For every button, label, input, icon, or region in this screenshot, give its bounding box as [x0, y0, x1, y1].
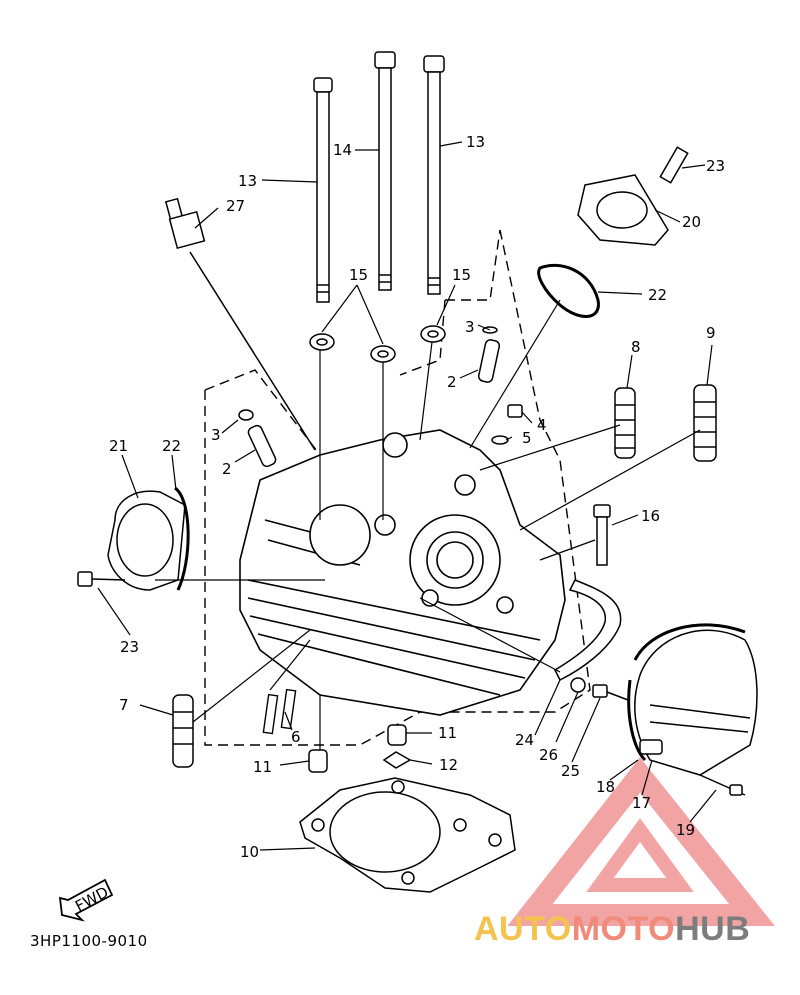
callout-7: 7: [119, 696, 129, 714]
bolt-13-left: [313, 77, 333, 303]
washers-15: [309, 325, 446, 363]
spark-plug: [164, 197, 316, 451]
callout-10: 10: [240, 843, 259, 861]
watermark-part-auto: AUTO: [474, 910, 572, 948]
callout-15a: 15: [349, 266, 368, 284]
callout-4: 4: [537, 416, 547, 434]
callout-13b: 13: [466, 133, 485, 151]
callout-9: 9: [706, 324, 716, 342]
callout-26: 26: [539, 746, 558, 764]
head-gasket-10: [299, 777, 516, 893]
dowel-pins: [238, 326, 523, 468]
side-cover-18: [627, 623, 758, 796]
damper-7: [172, 694, 194, 768]
callout-16: 16: [641, 507, 660, 525]
bolt-25: [592, 684, 629, 701]
bolt-13-right: [423, 55, 445, 295]
cap-21: [77, 486, 190, 591]
callout-3a: 3: [465, 318, 475, 336]
damper-9: [693, 384, 717, 462]
callout-17: 17: [632, 794, 651, 812]
callout-11a: 11: [438, 724, 457, 742]
bolt-14: [374, 51, 396, 291]
leader-lines: [97, 141, 717, 851]
callout-2a: 2: [447, 373, 457, 391]
callout-5: 5: [522, 429, 532, 447]
assembly-outline: [204, 229, 591, 746]
cylinder-head: [239, 429, 566, 716]
callout-12: 12: [439, 756, 458, 774]
damper-8: [614, 387, 636, 459]
callout-15b: 15: [452, 266, 471, 284]
watermark-logo: [507, 757, 775, 926]
callout-21: 21: [109, 437, 128, 455]
watermark-part-moto: MOTO: [571, 910, 676, 948]
cap-20: [577, 146, 689, 246]
callout-22b: 22: [162, 437, 181, 455]
callout-25: 25: [561, 762, 580, 780]
callout-6: 6: [291, 728, 301, 746]
dowels-11-12: [308, 724, 412, 773]
studs-6: [262, 688, 297, 735]
callout-20: 20: [682, 213, 701, 231]
callout-2b: 2: [222, 460, 232, 478]
callout-18: 18: [596, 778, 615, 796]
callout-13a: 13: [238, 172, 257, 190]
callout-11b: 11: [253, 758, 272, 776]
watermark-part-hub: HUB: [675, 910, 751, 948]
callout-3b: 3: [211, 426, 221, 444]
fwd-arrow: [58, 878, 114, 922]
callout-22a: 22: [648, 286, 667, 304]
callout-24: 24: [515, 731, 534, 749]
callout-8: 8: [631, 338, 641, 356]
callout-19: 19: [676, 821, 695, 839]
callout-23b: 23: [120, 638, 139, 656]
watermark-text: AUTOMOTOHUB: [474, 910, 750, 949]
gasket-22-top: [537, 263, 600, 318]
callout-14: 14: [333, 141, 352, 159]
bolt-16: [593, 504, 611, 566]
callout-27: 27: [226, 197, 245, 215]
diagram-code: 3HP1100-9010: [30, 932, 148, 950]
callout-23a: 23: [706, 157, 725, 175]
